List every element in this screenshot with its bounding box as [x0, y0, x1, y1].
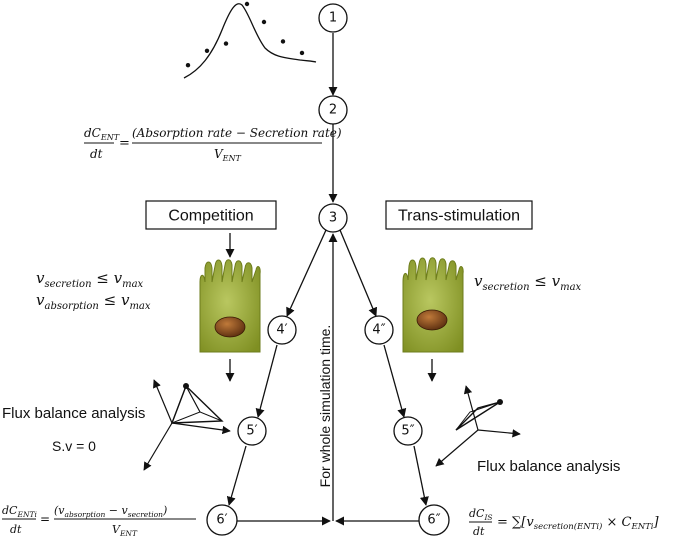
svg-text:VENT: VENT: [214, 147, 242, 163]
curve-data-point: [261, 19, 267, 25]
right-constraint: vsecretion ≤ vmax: [474, 272, 582, 293]
arrow-3-to-4pp: [339, 229, 378, 317]
svg-text:dt: dt: [473, 525, 485, 538]
trans-stimulation-box: Trans-stimulation: [385, 200, 533, 230]
competition-label: Competition: [168, 208, 253, 225]
node-4pp: 4″: [364, 315, 394, 345]
node-2-label: 2: [329, 103, 337, 118]
node-5p-label: 5′: [246, 424, 257, 439]
arrow-4pp-to-5pp: [383, 344, 407, 418]
svg-text:=: =: [119, 136, 130, 151]
bottom-left-equation: dCENTi dt = (vabsorption − vsecretion) V…: [2, 504, 196, 538]
svg-text:vsecretion ≤ vmax: vsecretion ≤ vmax: [474, 272, 582, 293]
node-2: 2: [318, 95, 348, 125]
svg-text:(vabsorption − vsecretion): (vabsorption − vsecretion): [54, 504, 167, 519]
node-4p-label: 4′: [276, 323, 287, 338]
svg-text:dCENT: dCENT: [84, 126, 120, 142]
svg-text:= ∑[vsecretion(ENTi) × CENTi]: = ∑[vsecretion(ENTi) × CENTi]: [497, 515, 660, 532]
curve-data-point: [299, 50, 305, 56]
svg-text:dCENTi: dCENTi: [2, 504, 38, 519]
node-4pp-label: 4″: [372, 323, 385, 338]
arrow-3-to-4p: [286, 229, 327, 317]
sv-equation: S.v = 0: [52, 438, 96, 454]
competition-box: Competition: [145, 200, 277, 230]
right-enterocyte-cell: [402, 257, 464, 353]
arrow-5p-to-6p: [226, 445, 247, 506]
node-5pp: 5″: [393, 416, 423, 446]
node-3-label: 3: [329, 211, 337, 226]
node-5pp-label: 5″: [401, 424, 414, 439]
fba-right-label: Flux balance analysis: [477, 458, 620, 475]
node-6pp: 6″: [418, 504, 450, 536]
left-enterocyte-cell: [199, 259, 261, 353]
node-5p: 5′: [237, 416, 267, 446]
curve-data-point: [244, 1, 250, 7]
node-1-label: 1: [329, 11, 337, 26]
loop-label: For whole simulation time.: [317, 325, 333, 488]
svg-text:vsecretion ≤ vmax: vsecretion ≤ vmax: [36, 269, 144, 290]
svg-text:dt: dt: [10, 523, 22, 536]
curve-data-point: [185, 62, 191, 68]
curve-data-point: [204, 48, 210, 53]
svg-text:vabsorption ≤ vmax: vabsorption ≤ vmax: [36, 291, 151, 312]
svg-text:dt: dt: [90, 147, 103, 161]
trans-stimulation-label: Trans-stimulation: [398, 208, 520, 225]
right-flux-cone-icon: [435, 385, 521, 467]
node-6p-label: 6′: [216, 513, 227, 528]
node-3: 3: [318, 203, 348, 233]
right-cell-nucleus: [416, 309, 448, 331]
svg-text:=: =: [40, 512, 50, 526]
node-6pp-label: 6″: [427, 513, 440, 528]
node-1: 1: [318, 3, 348, 33]
left-cell-nucleus: [214, 316, 246, 338]
concentration-equation: dCENT dt = (Absorption rate − Secretion …: [84, 126, 342, 163]
left-flux-cone-icon: [143, 379, 231, 471]
concentration-curve: [183, 3, 317, 79]
curve-data-point: [223, 41, 229, 46]
svg-text:(Absorption rate − Secretion r: (Absorption rate − Secretion rate): [132, 126, 342, 140]
svg-text:VENT: VENT: [112, 523, 138, 538]
left-constraints: vsecretion ≤ vmax vabsorption ≤ vmax: [36, 269, 151, 312]
node-6p: 6′: [206, 504, 238, 536]
concentration-time-plot: [183, 1, 317, 79]
bottom-right-equation: dCIS dt = ∑[vsecretion(ENTi) × CENTi]: [469, 507, 660, 538]
svg-text:dCIS: dCIS: [469, 507, 493, 522]
arrow-4p-to-5p: [255, 344, 278, 418]
node-4p: 4′: [267, 315, 297, 345]
arrow-5pp-to-6pp: [413, 445, 429, 506]
curve-data-point: [280, 39, 286, 44]
fba-left-label: Flux balance analysis: [2, 405, 145, 422]
